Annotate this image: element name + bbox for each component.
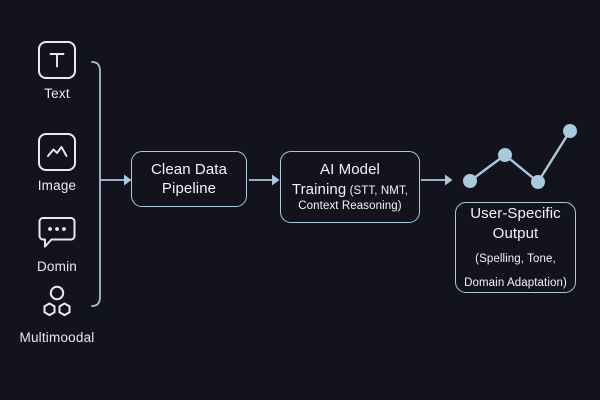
letter-t-icon	[38, 41, 76, 79]
source-label-text: Text	[44, 86, 70, 101]
chart-point	[531, 175, 545, 189]
stage-ai-model-training[interactable]: AI Model Training (STT, NMT, Context Rea…	[280, 151, 420, 223]
source-item-text[interactable]: Text	[2, 41, 112, 101]
speech-bubble-icon	[35, 212, 79, 252]
chart-point	[498, 148, 512, 162]
stage-training-line2-main: Training	[291, 180, 347, 198]
source-label-domain: Domin	[36, 259, 77, 274]
stage-user-specific-output[interactable]: User-Specific Output (Spelling, Tone, Do…	[455, 202, 576, 293]
chart-point	[463, 174, 477, 188]
stage-output-sub2: Domain Adaptation)	[464, 276, 567, 289]
arrow-training-to-output	[421, 174, 453, 186]
stage-clean-data-pipeline[interactable]: Clean Data Pipeline	[131, 151, 247, 207]
stage-output-line2: Output	[492, 224, 539, 242]
image-mountain-icon	[38, 133, 76, 171]
source-label-multimodal: Multimoodal	[19, 330, 95, 345]
source-item-domain[interactable]: Domin	[2, 212, 112, 274]
result-line-chart	[463, 124, 577, 189]
source-item-image[interactable]: Image	[2, 133, 112, 193]
chart-line	[468, 129, 572, 184]
source-item-multimodal[interactable]: Multimoodal	[2, 283, 112, 345]
stage-output-line1: User-Specific	[470, 205, 561, 223]
arrow-clean-to-training	[249, 174, 280, 186]
stage-training-line2-sub: (STT, NMT,	[346, 184, 409, 197]
stage-training-line3: Context Reasoning)	[298, 199, 402, 212]
stage-training-line1: AI Model	[320, 161, 380, 179]
chart-point	[563, 124, 577, 138]
source-label-image: Image	[37, 178, 77, 193]
stage-training-line2: Training (STT, NMT,	[292, 180, 408, 199]
stage-output-sub1: (Spelling, Tone,	[475, 252, 556, 265]
molecule-nodes-icon	[35, 283, 79, 323]
stage-clean-line2: Pipeline	[161, 180, 217, 197]
stage-clean-line1: Clean Data	[150, 160, 228, 178]
